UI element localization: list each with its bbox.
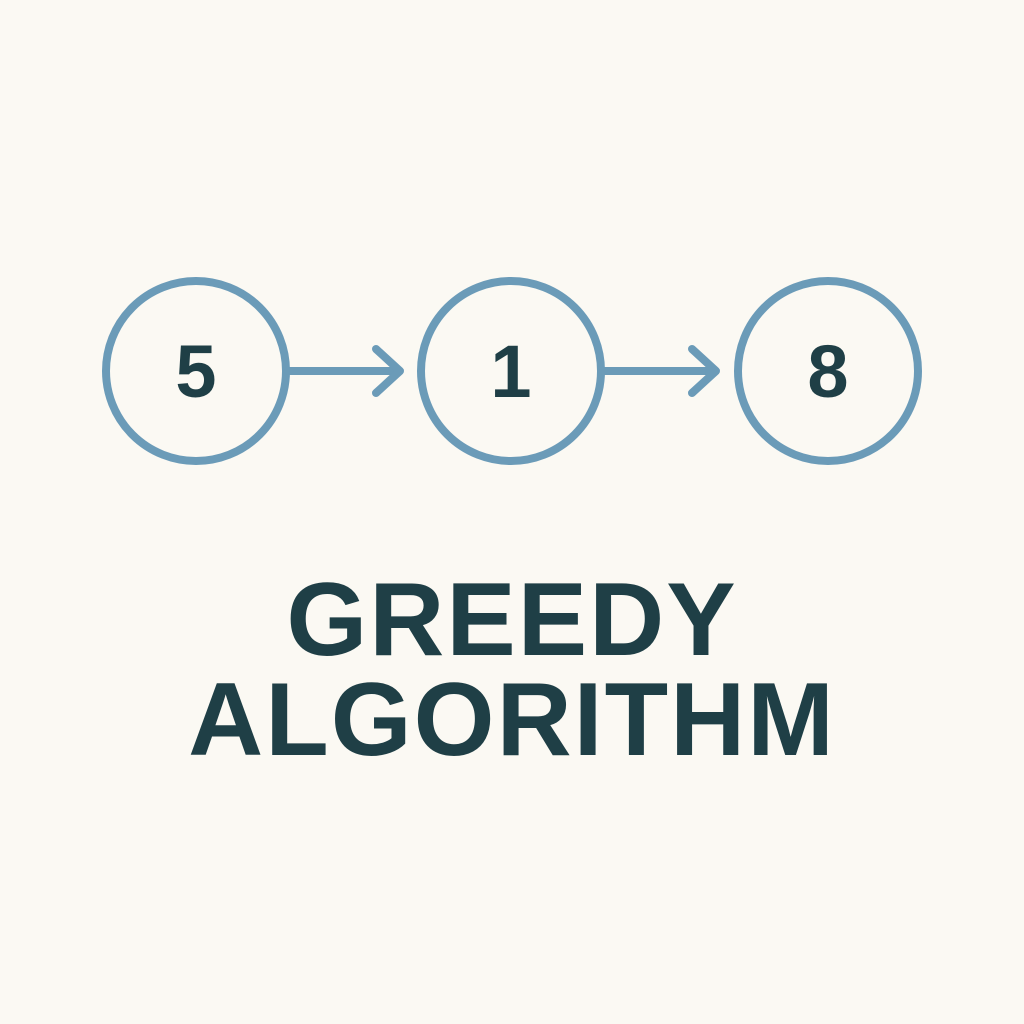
arrow-1 <box>284 345 404 397</box>
arrow-2 <box>599 345 720 397</box>
node-label-2: 1 <box>490 330 531 413</box>
title-line-2: ALGORITHM <box>188 662 836 778</box>
node-circle-3 <box>734 277 922 465</box>
node-label-3: 8 <box>807 330 848 413</box>
title-line-1: GREEDY <box>286 562 738 678</box>
diagram-title: GREEDY ALGORITHM <box>0 562 1024 778</box>
node-label-1: 5 <box>175 330 216 413</box>
